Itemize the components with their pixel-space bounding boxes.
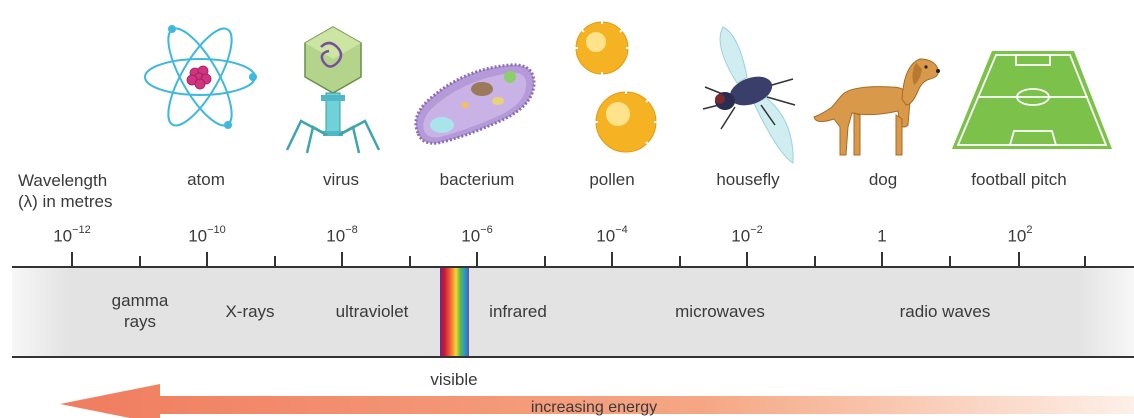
housefly-label: housefly — [716, 170, 779, 190]
virus-label: virus — [323, 170, 359, 190]
housefly-icon — [695, 25, 805, 165]
bacterium-label: bacterium — [440, 170, 515, 190]
minor-tick — [679, 256, 681, 266]
major-tick — [746, 252, 748, 266]
scale-label: 1 — [877, 226, 886, 247]
major-tick — [476, 252, 478, 266]
scale-label: 102 — [1007, 226, 1032, 247]
minor-tick — [544, 256, 546, 266]
increasing-energy-label: increasing energy — [531, 397, 657, 418]
atom-icon — [140, 25, 260, 145]
band-top-line — [12, 266, 1134, 268]
microwaves-label: microwaves — [675, 301, 765, 322]
minor-tick — [139, 256, 141, 266]
gamma-rays-label: gamma rays — [112, 290, 169, 332]
football-pitch-label: football pitch — [971, 170, 1066, 190]
major-tick — [206, 252, 208, 266]
dog-icon — [812, 55, 942, 160]
ultraviolet-label: ultraviolet — [336, 301, 409, 322]
major-tick — [1018, 252, 1020, 266]
infrared-label: infrared — [489, 301, 547, 322]
virus-icon — [283, 25, 383, 155]
minor-tick — [409, 256, 411, 266]
scale-label: 10−10 — [188, 226, 226, 247]
minor-tick — [274, 256, 276, 266]
major-tick — [341, 252, 343, 266]
minor-tick — [1084, 256, 1086, 266]
major-tick — [611, 252, 613, 266]
major-tick — [881, 252, 883, 266]
radio-waves-label: radio waves — [900, 301, 991, 322]
minor-tick — [949, 256, 951, 266]
band-bottom-line — [12, 356, 1134, 358]
scale-label: 10−2 — [731, 226, 762, 247]
scale-label: 10−8 — [326, 226, 357, 247]
football-pitch-icon — [950, 45, 1115, 155]
minor-tick — [814, 256, 816, 266]
visible-spectrum-strip — [440, 267, 469, 356]
scale-label: 10−6 — [461, 226, 492, 247]
bacterium-icon — [410, 55, 540, 155]
dog-label: dog — [869, 170, 897, 190]
scale-label: 10−4 — [596, 226, 627, 247]
pollen-label: pollen — [589, 170, 634, 190]
scale-label: 10−12 — [53, 226, 91, 247]
x-rays-label: X-rays — [225, 301, 274, 322]
wavelength-label: Wavelength (λ) in metres — [18, 170, 112, 212]
major-tick — [71, 252, 73, 266]
pollen-icon — [566, 18, 666, 158]
atom-label: atom — [187, 170, 225, 190]
